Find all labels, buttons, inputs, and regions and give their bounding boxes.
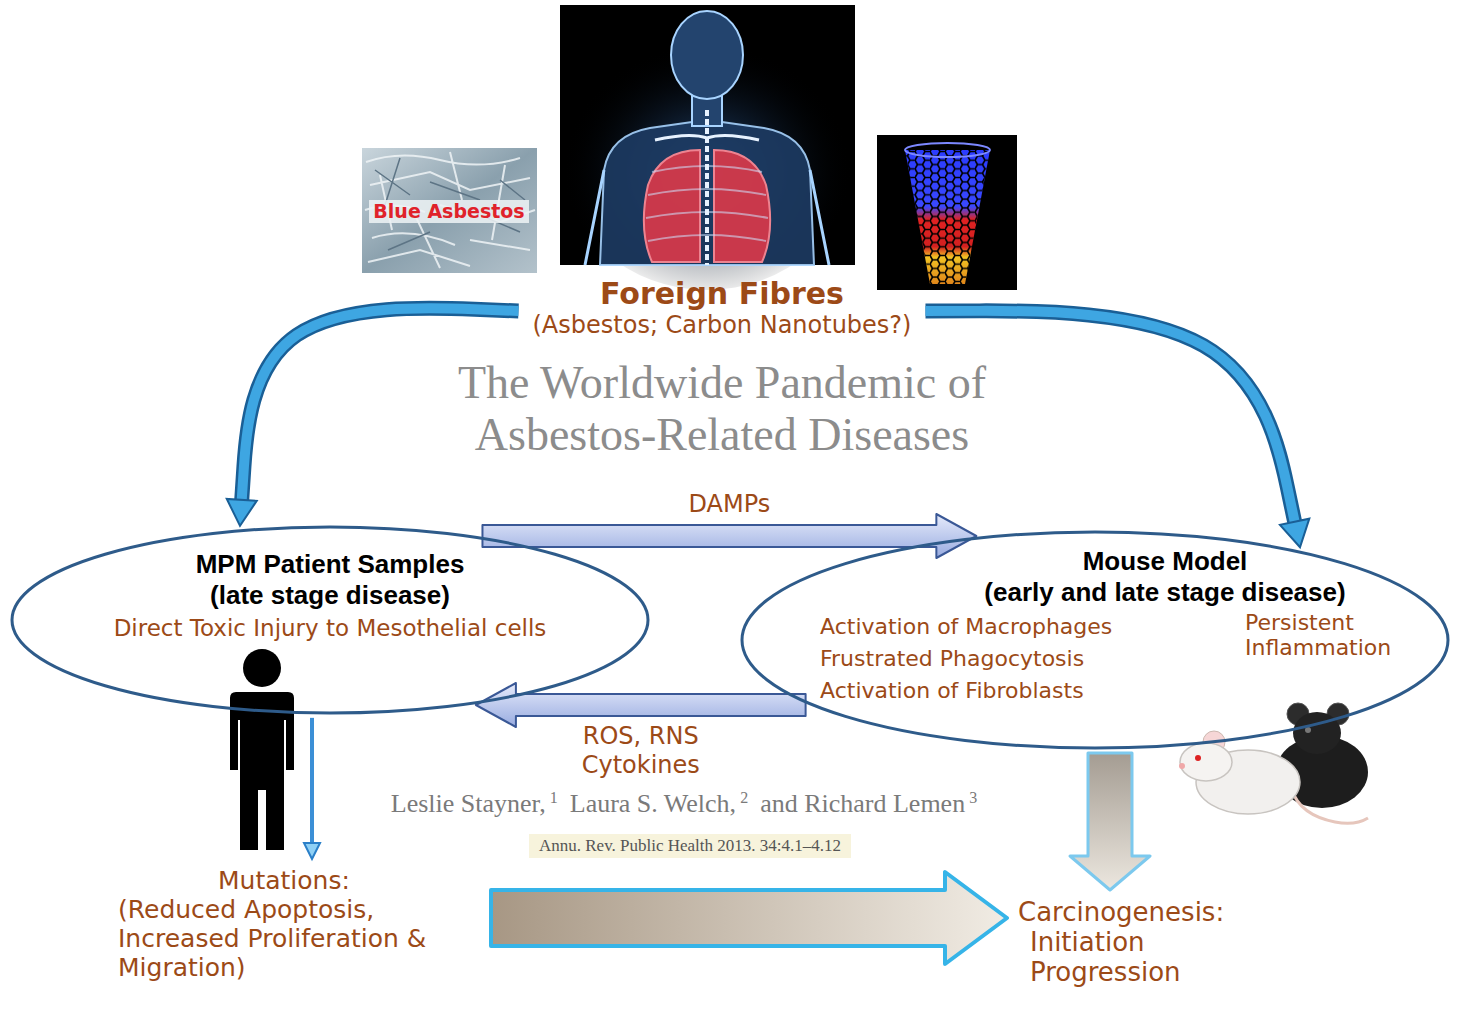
block-arrow xyxy=(491,872,1007,964)
connector-outline xyxy=(925,311,1294,522)
white-mouse-eye xyxy=(1195,755,1201,761)
ellipse-border xyxy=(742,532,1448,748)
text-box: Mutations:(Reduced Apoptosis, Increased … xyxy=(110,862,488,986)
connector-arrow xyxy=(482,514,976,558)
spine xyxy=(705,110,709,265)
block-arrow xyxy=(482,514,976,558)
text-box: Carcinogenesis:InitiationProgression xyxy=(1010,893,1232,991)
connector-label: DAMPs xyxy=(686,490,774,519)
author-name: and Richard Lemen xyxy=(760,788,965,819)
connector-arrow xyxy=(476,683,806,727)
block-arrow xyxy=(1070,753,1150,890)
block-arrow xyxy=(476,683,806,727)
affiliation-number: 3 xyxy=(969,788,977,807)
subheading: (Asbestos; Carbon Nanotubes?) xyxy=(533,311,912,339)
connector-label: ROS, RNS Cytokines xyxy=(573,722,709,780)
connector-arrow xyxy=(312,718,313,843)
outcome-heading: Carcinogenesis: xyxy=(1018,897,1224,927)
citation: Annu. Rev. Public Health 2013. 34:4.1–4.… xyxy=(529,834,851,858)
photo-caption: Blue Asbestos xyxy=(369,200,528,223)
heading: Foreign Fibres xyxy=(533,276,912,311)
panel-heading: (late stage disease) xyxy=(210,580,450,611)
asbestos-photo xyxy=(362,148,537,273)
nanotube-rim xyxy=(905,143,990,157)
white-mouse-head xyxy=(1180,743,1232,781)
ellipse-panel: Mouse Model(early and late stage disease… xyxy=(740,530,1450,750)
photo-ground xyxy=(362,148,537,273)
panel-heading: (early and late stage disease) xyxy=(984,577,1345,608)
mechanism-text: Frustrated Phagocytosis xyxy=(820,646,1084,671)
connector-path xyxy=(310,718,314,843)
mice-photo xyxy=(1175,690,1375,830)
outcome-text: Progression xyxy=(1018,957,1224,987)
outcome-text: (Reduced Apoptosis, Increased Proliferat… xyxy=(118,895,480,982)
watermark-title: Asbestos-Related Diseases xyxy=(475,410,969,461)
mouse-tail xyxy=(1292,790,1368,823)
nanotube-lattice xyxy=(905,150,990,284)
connector-arrow xyxy=(1070,753,1150,890)
photo-ground xyxy=(1175,690,1375,830)
author-name: Leslie Stayner, xyxy=(391,788,546,819)
mechanism-text: Activation of Fibroblasts xyxy=(820,678,1084,703)
text-box: Foreign Fibres(Asbestos; Carbon Nanotube… xyxy=(525,272,920,343)
author-name: Laura S. Welch, xyxy=(570,788,736,819)
watermark-title: The Worldwide Pandemic of xyxy=(458,358,986,409)
head xyxy=(671,11,743,99)
author-line: Leslie Stayner,1 Laura S. Welch,2 and Rich… xyxy=(391,788,989,819)
connector-arrow xyxy=(925,311,1294,522)
mechanism-text: Persistent Inflammation xyxy=(1245,610,1430,660)
affiliation-number: 1 xyxy=(550,788,558,807)
photo-ground xyxy=(877,135,1017,290)
connector-arrow xyxy=(491,872,1007,964)
panel-heading: MPM Patient Samples xyxy=(196,549,465,580)
ellipse-panel: MPM Patient Samples(late stage disease) D… xyxy=(10,525,650,715)
connector-path xyxy=(925,311,1294,522)
body-lungs-illustration xyxy=(560,5,855,290)
person-body xyxy=(230,692,294,850)
person-head xyxy=(243,649,281,687)
white-mouse-nose xyxy=(1179,763,1185,769)
panel-heading: Mouse Model xyxy=(1083,546,1248,577)
outcome-text: Initiation xyxy=(1018,927,1224,957)
person-icon xyxy=(230,649,294,850)
affiliation-number: 2 xyxy=(740,788,748,807)
fibre-strands xyxy=(365,152,535,268)
mechanism-text: Direct Toxic Injury to Mesothelial cells xyxy=(114,615,547,641)
ellipse-border xyxy=(12,527,648,713)
outcome-heading: Mutations: xyxy=(118,866,480,895)
nanotube xyxy=(905,150,990,284)
mechanism-text: Activation of Macrophages xyxy=(820,614,1112,639)
nanotube-illustration xyxy=(877,135,1017,290)
